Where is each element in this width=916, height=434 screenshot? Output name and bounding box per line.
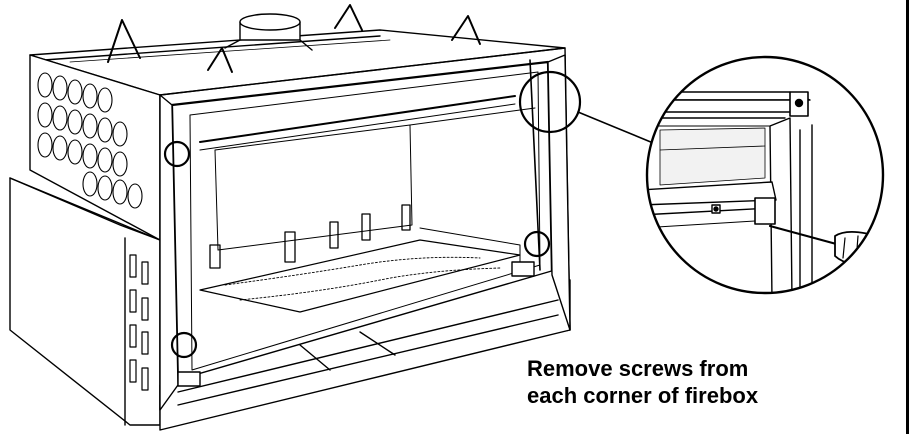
page-right-border (906, 0, 909, 434)
callout-leader-line (577, 111, 659, 146)
caption-line-1: Remove screws from (527, 356, 749, 381)
right-frame-post (529, 54, 571, 331)
top-standoff-brackets (107, 4, 481, 73)
corner-foot-left (177, 371, 201, 387)
lower-side-box (9, 177, 161, 426)
firebox-interior (199, 107, 536, 313)
screw-marker-bottom-right (523, 230, 551, 258)
instruction-caption: Remove screws from each corner of firebo… (527, 355, 827, 409)
screw-location-markers (163, 70, 582, 359)
caption-line-2: each corner of firebox (527, 383, 759, 408)
screw-marker-top-left (163, 140, 191, 168)
screw-marker-top-right (518, 70, 582, 134)
left-side-panel (29, 54, 161, 241)
screw-marker-bottom-left (170, 331, 198, 359)
flue-collar (224, 13, 313, 51)
vent-holes (37, 72, 143, 209)
corner-foot-right (511, 261, 535, 277)
log-grate (209, 204, 411, 269)
magnified-detail-view (645, 55, 885, 295)
firebox-unit (9, 4, 571, 431)
